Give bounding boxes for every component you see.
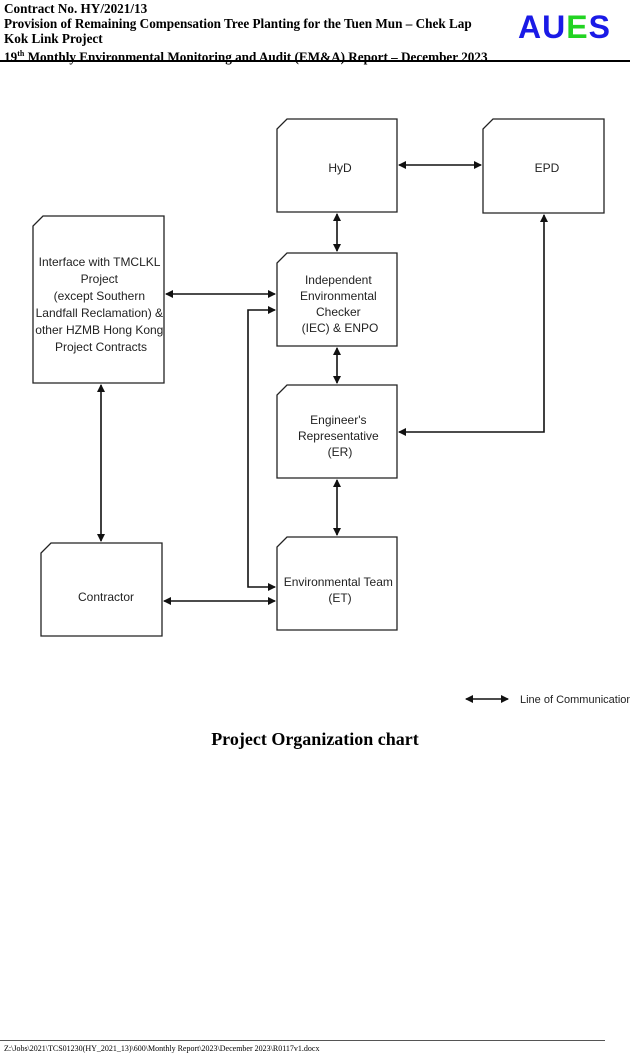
header-divider	[0, 60, 630, 62]
legend-label: Line of Communication	[520, 694, 630, 706]
ordinal-suffix: th	[17, 49, 25, 58]
project-title-1: Provision of Remaining Compensation Tree…	[4, 16, 472, 31]
arrow-epd-er	[398, 214, 548, 436]
box-contractor	[40, 542, 163, 637]
project-title-2: Kok Link Project	[4, 31, 103, 46]
box-er	[276, 384, 398, 479]
aues-logo: AUES	[518, 9, 611, 45]
organization-chart: HyD EPD Interface with TMCLKL Project (e…	[32, 118, 630, 706]
arrow-et-iec	[247, 306, 276, 591]
contract-number: Contract No. HY/2021/13	[4, 1, 148, 16]
label-interface: Interface with TMCLKL Project (except So…	[35, 255, 166, 354]
label-iec: Independent Environmental Checker (IEC) …	[300, 273, 380, 335]
figure-caption: Project Organization chart	[211, 729, 419, 749]
file-path: Z:\Jobs\2021\TCS01230(HY_2021_13)\600\Mo…	[4, 1044, 320, 1053]
box-et	[276, 536, 398, 631]
label-contractor: Contractor	[78, 590, 134, 604]
box-iec	[276, 252, 398, 347]
box-epd	[482, 118, 605, 214]
box-interface	[32, 215, 165, 384]
label-hyd: HyD	[328, 161, 352, 175]
footer-divider	[0, 1040, 605, 1041]
label-et: Environmental Team (ET)	[284, 575, 397, 605]
box-hyd	[276, 118, 398, 213]
label-epd: EPD	[535, 161, 560, 175]
label-er: Engineer's Representative (ER)	[298, 413, 382, 459]
